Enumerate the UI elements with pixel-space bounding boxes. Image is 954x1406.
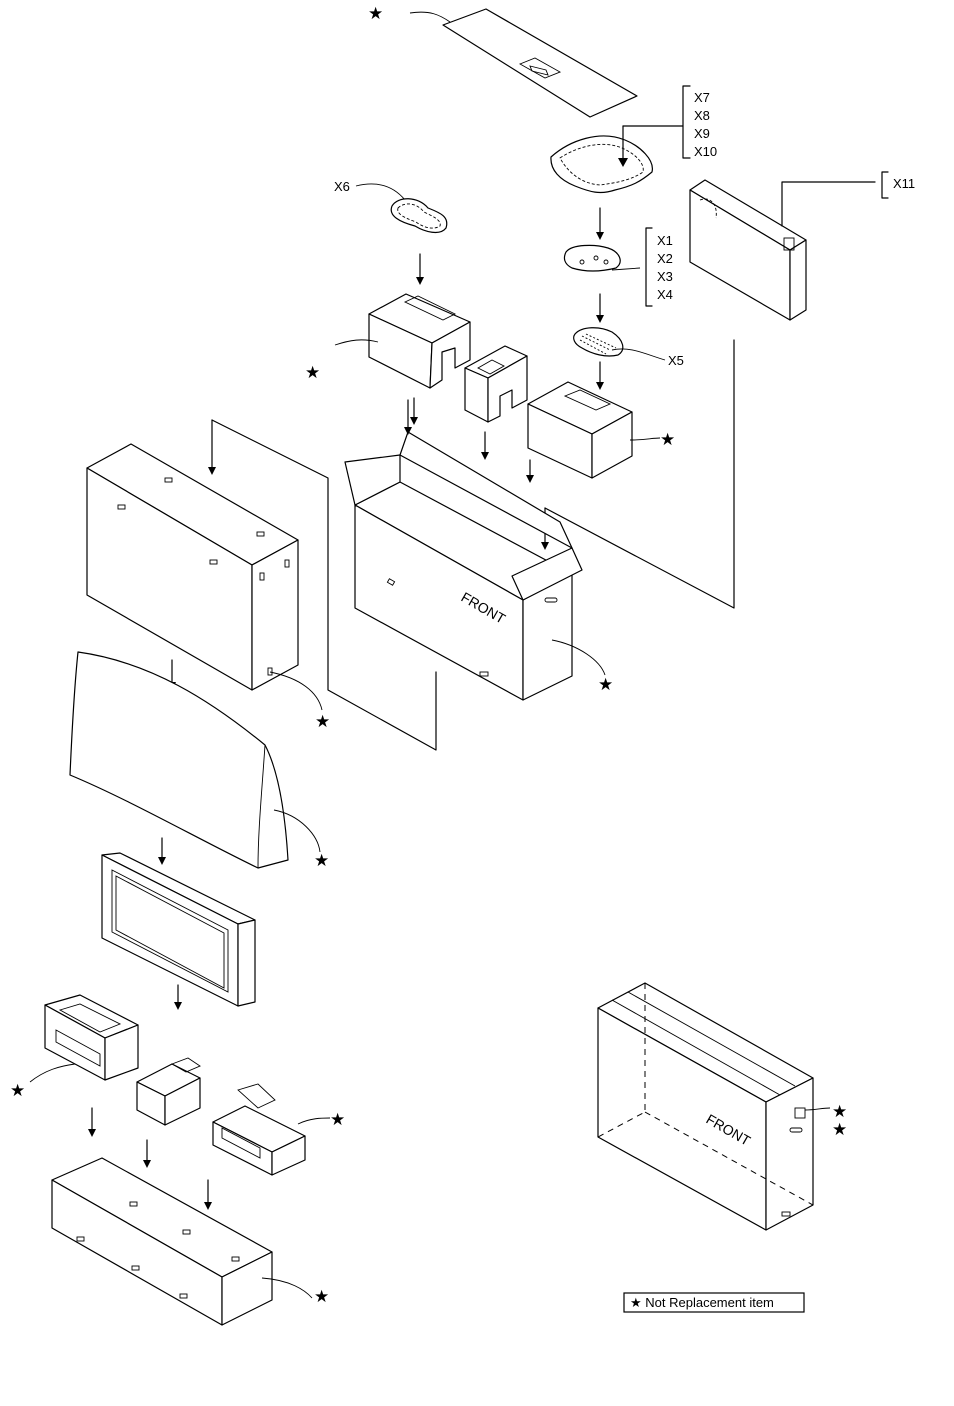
part-label-x9: X9 bbox=[694, 126, 710, 141]
foam-bottom-right bbox=[204, 1083, 331, 1210]
star-mark: ★ bbox=[10, 1081, 25, 1101]
foam-cushion-top-left bbox=[334, 293, 471, 425]
foam-bottom-left bbox=[29, 994, 139, 1137]
accessory-bag bbox=[550, 85, 691, 194]
star-mark: ★ bbox=[368, 4, 383, 24]
assembled-carton: FRONT bbox=[597, 982, 831, 1231]
part-label-x7: X7 bbox=[694, 90, 710, 105]
star-mark: ★ bbox=[315, 712, 330, 732]
part-label-x2: X2 bbox=[657, 251, 673, 266]
foam-cushion-top-right bbox=[526, 381, 661, 483]
vinyl-bag bbox=[69, 651, 321, 869]
pad-x6 bbox=[355, 183, 448, 285]
part-label-x8: X8 bbox=[694, 108, 710, 123]
part-label-x3: X3 bbox=[657, 269, 673, 284]
foam-bottom-middle bbox=[136, 1057, 201, 1168]
part-label-x10: X10 bbox=[694, 144, 717, 159]
star-mark: ★ bbox=[598, 675, 613, 695]
part-label-x6: X6 bbox=[334, 179, 350, 194]
star-mark: ★ bbox=[305, 363, 320, 383]
star-mark: ★ bbox=[314, 851, 329, 871]
carton-sleeve bbox=[86, 443, 323, 711]
bottom-tray bbox=[51, 1157, 313, 1326]
part-label-x4: X4 bbox=[657, 287, 673, 302]
power-cord-x5 bbox=[573, 293, 666, 390]
tv-panel bbox=[101, 852, 256, 1010]
part-label-x1: X1 bbox=[657, 233, 673, 248]
star-mark: ★ bbox=[314, 1287, 329, 1307]
part-label-x5: X5 bbox=[668, 353, 684, 368]
top-sheet bbox=[409, 8, 638, 118]
star-mark: ★ bbox=[832, 1120, 847, 1140]
main-carton: FRONT bbox=[344, 399, 606, 701]
legend-note: ★ Not Replacement item bbox=[630, 1295, 774, 1310]
star-mark: ★ bbox=[832, 1102, 847, 1122]
star-mark: ★ bbox=[330, 1110, 345, 1130]
legend-box: ★ Not Replacement item bbox=[623, 1292, 805, 1313]
foam-cushion-small bbox=[464, 345, 528, 460]
star-mark: ★ bbox=[660, 430, 675, 450]
part-label-x11: X11 bbox=[893, 176, 915, 191]
instruction-book-x11 bbox=[689, 171, 889, 321]
accessory-remote bbox=[563, 207, 653, 307]
